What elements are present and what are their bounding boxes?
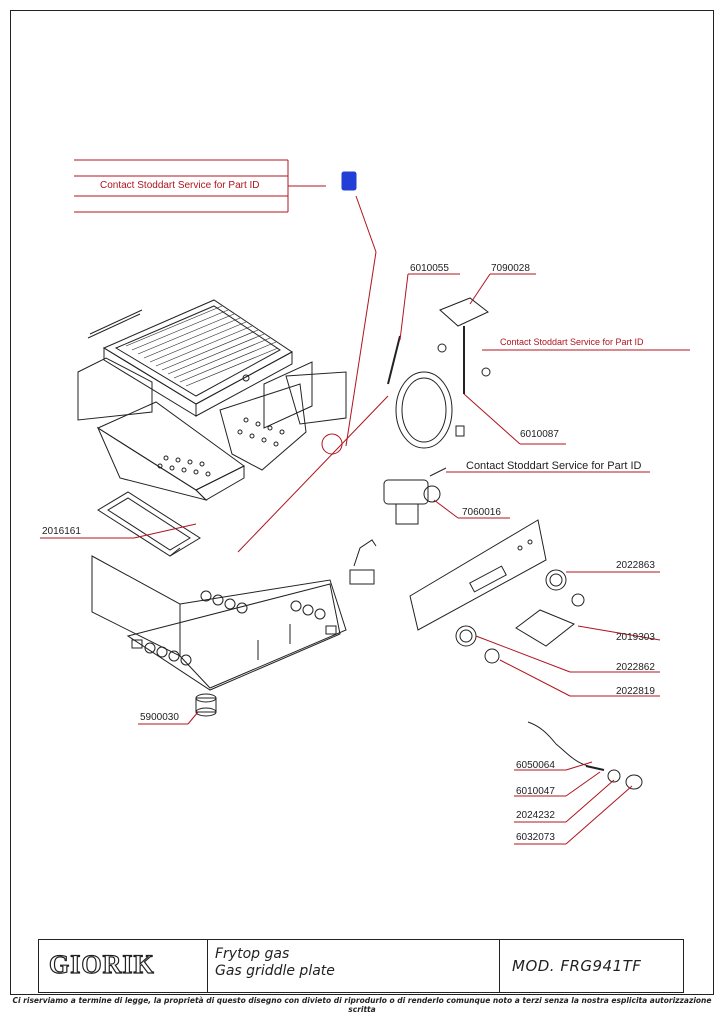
brand-name: GIORIK <box>48 949 155 979</box>
callout-6050064: 6050064 <box>516 760 555 771</box>
pilot-burner <box>437 297 491 394</box>
callout-2016161: 2016161 <box>42 526 81 537</box>
nozzle-top <box>341 171 357 191</box>
description-english: Gas griddle plate <box>215 963 335 979</box>
callout-2022863: 2022863 <box>616 560 655 571</box>
title-block: GIORIK Frytop gas Gas griddle plate MOD.… <box>38 939 684 993</box>
adjustable-foot <box>195 693 217 717</box>
thermostat-probe <box>527 721 643 790</box>
callout-6032073: 6032073 <box>516 832 555 843</box>
detail-circle <box>321 433 343 455</box>
model-number: MOD. FRG941TF <box>512 957 642 975</box>
drawing-frame <box>10 10 714 995</box>
brand-logo: GIORIK <box>39 940 208 992</box>
side-panels <box>77 357 347 429</box>
model-box: MOD. FRG941TF <box>499 940 684 992</box>
gas-valve <box>383 467 447 525</box>
callout-2019303: 2019303 <box>616 632 655 643</box>
griddle-top-plate <box>87 299 293 417</box>
callout-2022819: 2022819 <box>616 686 655 697</box>
thermocouple <box>387 335 465 449</box>
callout-7090028: 7090028 <box>491 263 530 274</box>
callout-6010087: 6010087 <box>520 429 559 440</box>
callout-7060016: 7060016 <box>462 507 501 518</box>
base-frame <box>91 555 347 691</box>
description-italian: Frytop gas <box>215 946 290 962</box>
burner-box-left <box>96 401 245 501</box>
callout-contact-top: Contact Stoddart Service for Part ID <box>100 180 260 191</box>
callout-2024232: 2024232 <box>516 810 555 821</box>
drip-tray <box>97 491 201 557</box>
callout-5900030: 5900030 <box>140 712 179 723</box>
knob-assembly <box>455 569 585 664</box>
burner-box-right <box>219 383 307 471</box>
callout-6010047: 6010047 <box>516 786 555 797</box>
leader-lines <box>40 159 690 845</box>
callout-6010055: 6010055 <box>410 263 449 274</box>
callout-contact-valve: Contact Stoddart Service for Part ID <box>466 460 642 472</box>
copyright-footer: Ci riserviamo a termine di legge, la pro… <box>12 996 712 1014</box>
product-description: Frytop gas Gas griddle plate <box>215 946 335 980</box>
callout-contact-mid: Contact Stoddart Service for Part ID <box>500 337 644 347</box>
control-panel <box>409 519 547 631</box>
callout-2022862: 2022862 <box>616 662 655 673</box>
gas-pipe-fitting <box>349 539 377 585</box>
